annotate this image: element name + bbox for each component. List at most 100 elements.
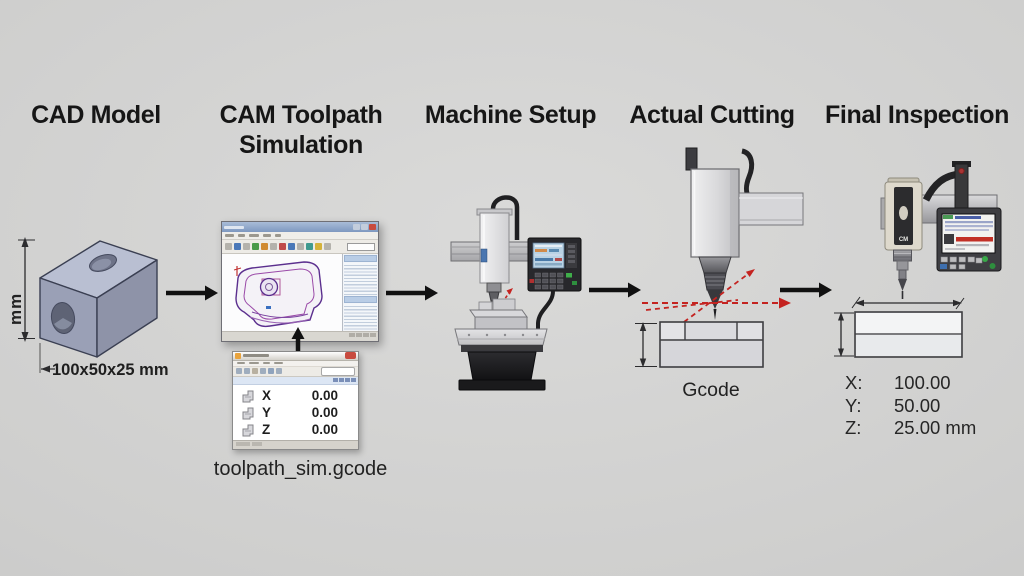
minimize-icon — [353, 224, 360, 230]
spindle-top-stub — [685, 147, 698, 171]
tree-item-list — [344, 303, 377, 330]
spindle-cable — [490, 195, 520, 240]
toolbar-icon — [225, 243, 232, 250]
control-keypad — [534, 272, 564, 290]
stage-title-final-inspection: Final Inspection — [825, 101, 1009, 129]
toolbar-icon — [288, 243, 295, 250]
cutting-machine-arm — [738, 192, 804, 226]
toolpath-dashed-arrows-icon — [642, 269, 791, 323]
dialog-menubar — [233, 360, 358, 367]
inspection-height-dimension — [834, 312, 854, 357]
cutting-workpiece — [659, 321, 764, 368]
probe-post — [952, 161, 971, 213]
dro-axis-label: Y — [262, 405, 272, 420]
machine-table — [454, 328, 548, 352]
panel-cable — [536, 290, 555, 335]
dro-value: 0.00 — [311, 405, 338, 420]
flow-arrow-4-icon — [780, 282, 832, 298]
cad-height-dimension — [18, 237, 35, 342]
final-inspection-figure: CM — [834, 161, 1002, 358]
toolbar-icon — [324, 243, 331, 250]
cam-wireframe-canvas — [222, 254, 342, 331]
toolpath-file-label: toolpath_sim.gcode — [213, 458, 388, 480]
probe-brand-label: CM — [899, 237, 908, 243]
machine-pedestal — [458, 351, 546, 391]
dialog-subtoolbar — [233, 376, 358, 385]
readout-value: 100.00 — [894, 372, 951, 393]
readout-row: Z: 25.00 mm — [845, 417, 976, 440]
actual-cutting-figure — [635, 147, 804, 368]
cam-window-title-text — [224, 225, 244, 229]
column-label-tag — [480, 248, 488, 263]
cad-block-right-face — [96, 259, 158, 358]
cutting-spindle-cable — [741, 148, 755, 200]
tree-section-header — [344, 255, 377, 262]
dialog-toolbar — [233, 366, 358, 377]
cam-menubar — [222, 232, 378, 240]
stage-title-machine-setup: Machine Setup — [424, 101, 597, 129]
toolbar-icon — [297, 243, 304, 250]
toolbar-icon — [276, 368, 282, 375]
red-button — [529, 279, 534, 283]
gcode-dro-dialog: X 0.00 Y 0.00 Z 0.00 — [232, 351, 359, 450]
stage-title-actual-cutting: Actual Cutting — [629, 101, 795, 129]
cam-feature-tree-panel — [342, 254, 378, 331]
axis-part-icon — [242, 390, 254, 402]
inspection-display-panel — [936, 207, 1002, 272]
flow-arrow-3-icon — [589, 282, 641, 298]
app-icon — [235, 352, 241, 359]
flow-arrow-1-icon — [166, 285, 218, 301]
readout-value: 25.00 mm — [894, 417, 977, 438]
cutting-spindle-body — [690, 168, 740, 258]
inspection-readout: X: 100.00 Y: 50.00 Z: 25.00 mm — [845, 372, 976, 440]
toolbar-icon — [260, 368, 266, 375]
dro-axis-label: X — [262, 388, 272, 403]
tree-section-header — [344, 295, 377, 303]
inspection-width-dimension — [851, 296, 965, 310]
dro-row: X 0.00 — [241, 387, 352, 404]
cutting-depth-dimension — [635, 322, 657, 368]
machine-control-panel — [527, 237, 582, 292]
cad-front-hole-icon — [50, 302, 76, 334]
cutting-tool-chuck — [698, 256, 732, 320]
readout-row: X: 100.00 — [845, 372, 976, 395]
dro-row: Y 0.00 — [241, 404, 352, 421]
green-button — [982, 256, 988, 262]
readout-axis: X: — [845, 372, 863, 393]
toolbar-icon — [270, 243, 277, 250]
toolbar-icon — [243, 243, 250, 250]
close-icon — [369, 224, 376, 230]
up-arrow-icon — [291, 327, 305, 354]
inspected-workpiece — [854, 311, 963, 358]
spindle-column — [476, 208, 513, 284]
toolpath-wireframe-drawing — [233, 261, 323, 328]
green-button — [572, 281, 577, 285]
gcode-label: Gcode — [682, 379, 740, 401]
toolbar-icon — [315, 243, 322, 250]
dialog-titlebar — [233, 352, 358, 361]
cam-window-titlebar — [222, 222, 378, 232]
cam-toolbar — [222, 240, 378, 254]
toolbar-input-box — [347, 242, 375, 251]
close-icon — [345, 352, 356, 360]
maximize-icon — [361, 224, 368, 230]
machine-workpiece — [469, 298, 528, 330]
cad-size-label: 100x50x25 mm — [52, 361, 169, 379]
dialog-title-text — [243, 354, 269, 358]
green-button — [566, 273, 572, 278]
flow-arrow-2-icon — [386, 285, 438, 301]
toolbar-icon — [252, 368, 258, 375]
panel-buttons — [940, 256, 983, 270]
inspection-screen — [941, 213, 996, 254]
cad-size-dimension — [39, 343, 55, 373]
red-indicator-dot — [958, 167, 965, 175]
dro-axis-label: Z — [262, 422, 271, 437]
toolbar-icon — [236, 368, 242, 375]
dialog-statusbar — [233, 440, 358, 449]
cad-top-hole-icon — [89, 254, 117, 272]
dro-readout-area: X 0.00 Y 0.00 Z 0.00 — [233, 385, 358, 440]
dro-value: 0.00 — [311, 422, 338, 437]
readout-axis: Y: — [845, 394, 862, 416]
tree-item-list — [344, 263, 377, 295]
